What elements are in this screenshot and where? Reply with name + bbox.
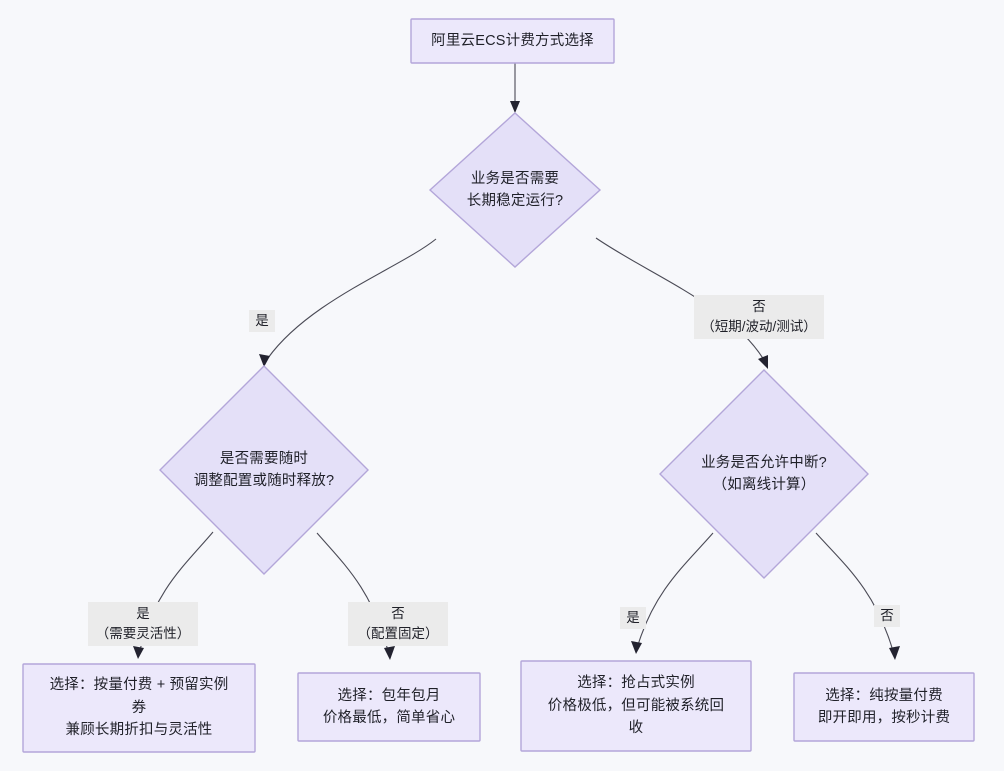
edge-label-interrupt-yes-line-1: 是 <box>626 609 640 625</box>
edge-label-longterm-no-line-1: 否 <box>752 298 766 314</box>
node-decision-flexible-shape[interactable] <box>159 365 369 575</box>
edge-decision-longterm-yes <box>259 238 437 367</box>
edge-label-flexible-yes: 是 （需要灵活性） <box>88 602 198 646</box>
edge-label-longterm-no: 否 （短期/波动/测试） <box>694 295 824 339</box>
edge-decision-interrupt-yes <box>631 532 714 654</box>
edge-label-longterm-no-line-2: （短期/波动/测试） <box>701 319 817 334</box>
edge-label-flexible-no-line-2: （配置固定） <box>357 626 439 641</box>
edge-label-flexible-no-line-1: 否 <box>391 605 405 621</box>
edge-label-flexible-yes-line-1: 是 <box>136 605 150 621</box>
node-result-subscription-shape[interactable] <box>297 672 481 742</box>
edge-label-flexible-no: 否 （配置固定） <box>348 602 448 646</box>
node-start-shape[interactable] <box>410 18 615 64</box>
edge-label-interrupt-yes: 是 <box>620 607 646 629</box>
node-decision-interrupt-shape[interactable] <box>659 369 869 579</box>
edge-label-longterm-yes-line-1: 是 <box>255 312 269 328</box>
edge-label-longterm-yes: 是 <box>249 310 275 332</box>
edge-label-interrupt-no-line-1: 否 <box>880 607 894 623</box>
node-result-payg-ri-shape[interactable] <box>22 663 256 753</box>
node-decision-longterm-shape[interactable] <box>428 112 602 268</box>
edge-start-to-decision-longterm <box>510 63 520 113</box>
node-result-spot-shape[interactable] <box>520 660 752 752</box>
edge-label-flexible-yes-line-2: （需要灵活性） <box>95 626 191 641</box>
edge-decision-interrupt-no <box>815 532 900 660</box>
edge-label-interrupt-no: 否 <box>874 605 900 627</box>
edge-decision-longterm-no <box>595 237 768 369</box>
node-result-payg-shape[interactable] <box>793 672 975 742</box>
